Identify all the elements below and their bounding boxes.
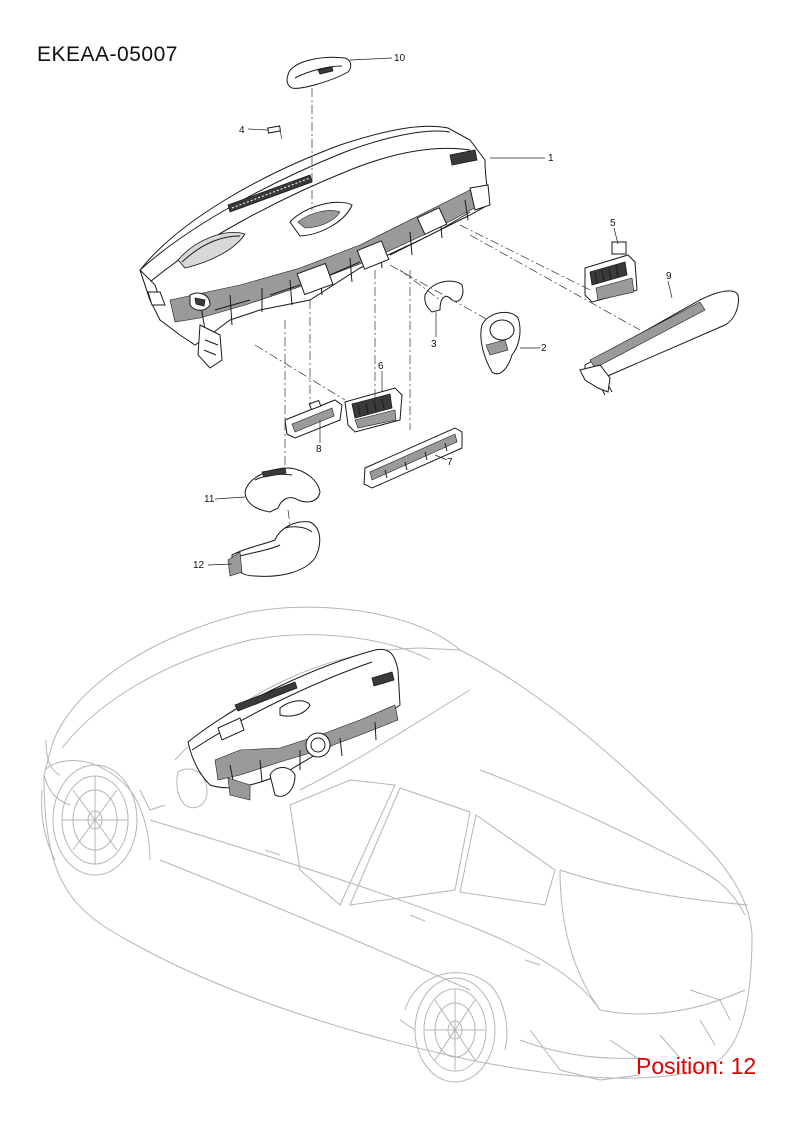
assembly-lines xyxy=(254,88,641,526)
part-8-switch-panel xyxy=(284,399,343,439)
diagram-code: EKEAA-05007 xyxy=(37,43,178,66)
callout-10: 10 xyxy=(394,53,406,64)
callout-2: 2 xyxy=(541,343,547,354)
part-5-air-vent xyxy=(584,241,638,303)
callout-8: 8 xyxy=(316,444,322,455)
position-label: Position: 12 xyxy=(636,1053,757,1079)
callout-12: 12 xyxy=(193,560,205,571)
part-7-panel-strip xyxy=(363,427,463,489)
callout-11: 11 xyxy=(204,494,215,505)
part-10-speaker-cover xyxy=(286,56,352,89)
callout-9: 9 xyxy=(666,271,672,282)
part-1-instrument-panel xyxy=(139,125,491,369)
part-2-bezel xyxy=(480,311,521,375)
callout-7: 7 xyxy=(447,457,453,468)
callout-1: 1 xyxy=(548,153,554,164)
callout-3: 3 xyxy=(431,339,437,350)
callout-5: 5 xyxy=(610,218,616,229)
part-4-clip xyxy=(267,125,282,134)
part-9-trim-panel xyxy=(579,290,739,396)
leader-lines xyxy=(207,57,673,566)
part-11-column-shroud-upper xyxy=(244,467,321,513)
part-12-column-shroud-lower xyxy=(227,521,321,577)
callout-4: 4 xyxy=(239,125,245,136)
part-3-cover xyxy=(424,280,464,313)
callout-6: 6 xyxy=(378,361,384,372)
installed-dashboard xyxy=(187,648,401,801)
callout-numbers: 10 4 1 5 9 2 3 6 8 7 11 12 xyxy=(193,53,672,571)
part-6-control-unit xyxy=(344,387,403,433)
vehicle-outline xyxy=(41,606,753,1083)
